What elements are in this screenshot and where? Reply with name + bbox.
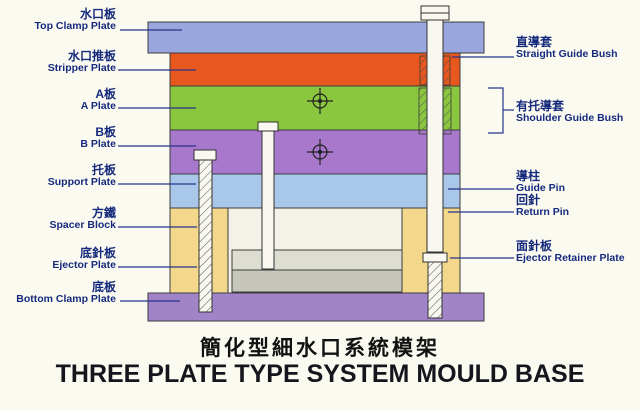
label-stripper-plate: 水口推板 Stripper Plate (2, 50, 116, 74)
label-guide-pin: 導柱 Guide Pin (516, 170, 638, 194)
puller-bolt-shape (257, 121, 279, 270)
label-en: Bottom Clamp Plate (16, 293, 116, 305)
label-bottom-clamp-plate: 底板 Bottom Clamp Plate (2, 281, 116, 305)
label-ejector-plate: 底針板 Ejector Plate (2, 247, 116, 271)
label-zh: 有托導套 (516, 99, 565, 113)
label-en: Support Plate (47, 176, 116, 188)
a-plate-shape (169, 85, 461, 131)
bush-hole-symbol-upper (307, 88, 333, 114)
label-a-plate: A板 A Plate (2, 88, 116, 112)
label-en: Return Pin (516, 206, 570, 218)
label-en: Shoulder Guide Bush (516, 112, 624, 124)
label-zh: 底板 (91, 280, 116, 294)
bush-hole-symbol-lower (307, 139, 333, 165)
label-en: Spacer Block (49, 219, 116, 231)
label-shoulder-guide-bush: 有托導套 Shoulder Guide Bush (516, 100, 638, 124)
label-en: Guide Pin (516, 182, 566, 194)
label-zh: 底針板 (79, 246, 116, 260)
label-zh: 直導套 (516, 35, 553, 49)
label-top-clamp-plate: 水口板 Top Clamp Plate (2, 8, 116, 32)
label-zh: 面針板 (516, 239, 553, 253)
label-en: B Plate (80, 138, 116, 150)
ejector-retainer-plate-shape (231, 249, 403, 271)
label-zh: 回針 (516, 193, 541, 207)
title-english: THREE PLATE TYPE SYSTEM MOULD BASE (55, 360, 585, 388)
label-zh: 水口板 (79, 7, 116, 21)
label-spacer-block: 方鐵 Spacer Block (2, 207, 116, 231)
label-en: Top Clamp Plate (34, 20, 116, 32)
label-zh: 導柱 (516, 169, 541, 183)
stripper-plate-shape (169, 52, 461, 87)
plate-stack (147, 21, 485, 322)
support-bolt-shape (193, 149, 217, 313)
label-en: Ejector Plate (52, 259, 116, 271)
label-zh: B板 (95, 125, 116, 139)
label-en: Straight Guide Bush (516, 48, 618, 60)
label-en: A Plate (80, 100, 116, 112)
label-zh: 水口推板 (67, 49, 116, 63)
label-return-pin: 回針 Return Pin (516, 194, 638, 218)
label-zh: 托板 (91, 163, 116, 177)
leader-lines (118, 29, 514, 302)
label-support-plate: 托板 Support Plate (2, 164, 116, 188)
ejector-plate-shape (231, 269, 403, 293)
label-ejector-retainer-plate: 面針板 Ejector Retainer Plate (516, 240, 638, 264)
label-en: Stripper Plate (47, 62, 116, 74)
label-zh: 方鐵 (91, 206, 116, 220)
label-en: Ejector Retainer Plate (516, 252, 625, 264)
support-plate-shape (169, 173, 461, 209)
guide-pin-shape (420, 5, 450, 253)
label-b-plate: B板 B Plate (2, 126, 116, 150)
title-chinese: 簡化型細水口系統模架 (200, 337, 440, 360)
label-straight-guide-bush: 直導套 Straight Guide Bush (516, 36, 638, 60)
label-zh: A板 (95, 87, 116, 101)
return-pin-shape (422, 252, 448, 319)
